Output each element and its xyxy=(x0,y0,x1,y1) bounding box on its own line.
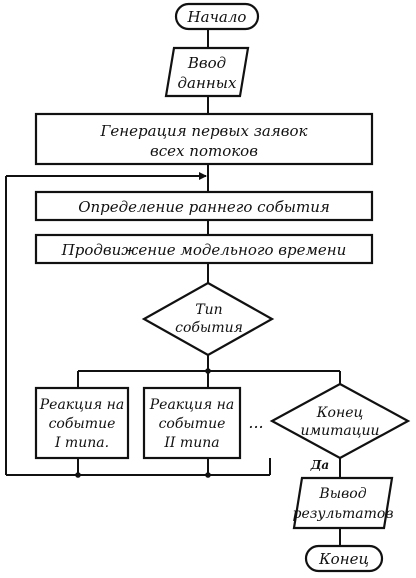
earliest-event-block: Определение раннего события xyxy=(34,190,374,222)
input-block: Ввод данных xyxy=(164,46,250,98)
connectors xyxy=(5,29,341,546)
reaction-1-label-line-1: Реакция на xyxy=(39,397,125,413)
end-label: Конец xyxy=(318,550,369,568)
junction-dot xyxy=(205,472,211,478)
reaction-2-label-line-1: Реакция на xyxy=(149,397,235,413)
reaction-type-1-block: Реакция на событие I типа. xyxy=(34,386,130,460)
advance-time-label: Продвижение модельного времени xyxy=(61,241,347,259)
output-label-line-1: Вывод xyxy=(318,486,366,502)
generate-label-line-2: всех потоков xyxy=(150,142,258,160)
yes-label: Да xyxy=(310,458,329,472)
more-event-types-ellipsis: ... xyxy=(248,413,263,432)
event-type-decision: Тип события xyxy=(141,281,275,357)
start-label: Начало xyxy=(187,8,247,26)
generate-block: Генерация первых заявок всех потоков xyxy=(34,112,374,166)
reaction-1-label-line-2: событие xyxy=(49,416,116,432)
junction-dots xyxy=(75,368,211,478)
output-label-line-2: результатов xyxy=(292,506,393,522)
input-label-line-1: Ввод xyxy=(187,54,226,72)
end-terminal: Конец xyxy=(304,544,384,573)
earliest-event-label: Определение раннего события xyxy=(78,198,330,216)
start-terminal: Начало xyxy=(174,2,260,31)
reaction-2-label-line-3: II типа xyxy=(163,435,219,451)
junction-dot xyxy=(205,368,211,374)
event-type-label-line-2: события xyxy=(175,320,243,336)
reaction-2-label-line-2: событие xyxy=(159,416,226,432)
reaction-type-2-block: Реакция на событие II типа xyxy=(142,386,242,460)
event-type-label-line-1: Тип xyxy=(195,302,222,318)
reaction-1-label-line-3: I типа. xyxy=(54,435,109,451)
junction-dot xyxy=(75,472,81,478)
end-simulation-decision: Конец имитации xyxy=(269,382,411,460)
output-block: Вывод результатов xyxy=(292,476,394,530)
end-simulation-label-line-2: имитации xyxy=(300,423,379,439)
input-label-line-2: данных xyxy=(178,74,237,92)
generate-label-line-1: Генерация первых заявок xyxy=(99,122,307,140)
advance-time-block: Продвижение модельного времени xyxy=(34,233,374,265)
end-simulation-label-line-1: Конец xyxy=(316,405,364,421)
